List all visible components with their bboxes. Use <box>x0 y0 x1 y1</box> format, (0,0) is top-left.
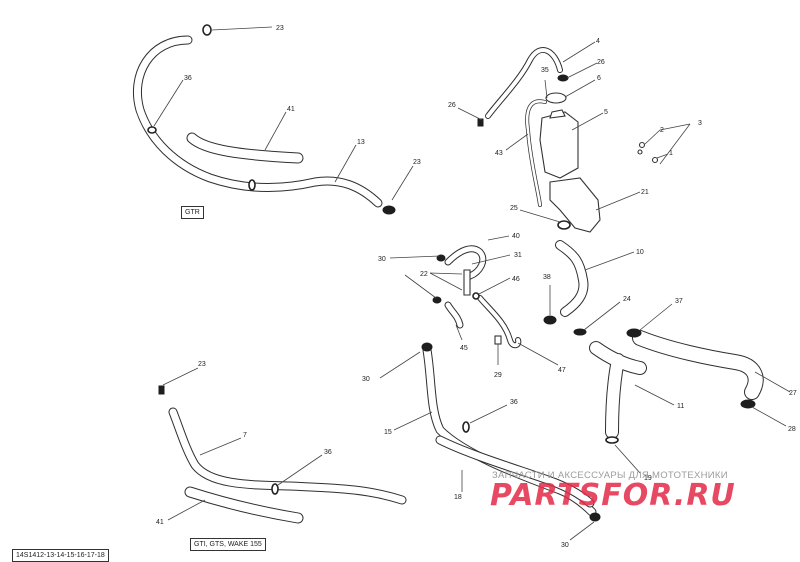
callout-7: 7 <box>243 432 247 439</box>
clamp-36-bottom <box>271 483 279 495</box>
gti-hose-group <box>158 367 407 524</box>
callout-36: 36 <box>324 449 332 456</box>
callout-30: 30 <box>362 376 370 383</box>
watermark-logo: PARTSFOR.RU <box>490 478 736 513</box>
watermark-subtitle: ЗАПЧАСТИ И АКСЕССУАРЫ ДЛЯ МОТОТЕХНИКИ <box>492 470 728 481</box>
hose-13 <box>132 35 383 208</box>
callout-45: 45 <box>460 345 468 352</box>
callout-37: 37 <box>675 298 683 305</box>
callout-29: 29 <box>494 372 502 379</box>
clamp-23-end <box>382 205 396 215</box>
callout-23: 23 <box>276 25 284 32</box>
callout-40: 40 <box>512 233 520 240</box>
callout-46: 46 <box>512 276 520 283</box>
callout-30: 30 <box>561 542 569 549</box>
clamp-36-mid <box>248 179 256 191</box>
bracket-21 <box>549 177 601 233</box>
clamp-38 <box>543 315 557 325</box>
right-hose-group <box>543 240 791 474</box>
coolant-reservoir-group <box>457 41 691 233</box>
callout-13: 13 <box>357 139 365 146</box>
callout-30: 30 <box>378 256 386 263</box>
fastener-3 <box>637 149 643 155</box>
screw-26 <box>477 118 484 127</box>
reservoir-cap <box>545 92 567 104</box>
callout-25: 25 <box>510 205 518 212</box>
callout-41: 41 <box>287 106 295 113</box>
gtr-hose-group <box>132 24 414 215</box>
document-code: 14S1412-13-14-15-16-17-18 <box>12 549 109 562</box>
screw-23 <box>158 385 165 395</box>
callout-27: 27 <box>789 390 797 397</box>
callout-31: 31 <box>514 252 522 259</box>
lower-center-hose-group <box>379 342 601 541</box>
clamp-30-upper <box>436 254 446 262</box>
variant-label-gtr: GTR <box>181 206 204 219</box>
clamp-28 <box>740 399 756 409</box>
clamp-26 <box>557 74 569 82</box>
screw-29 <box>494 335 502 345</box>
callout-11: 11 <box>677 403 684 410</box>
callout-18: 18 <box>454 494 462 501</box>
callout-1: 1 <box>669 150 673 157</box>
clamp-30-top <box>421 342 433 352</box>
callout-35: 35 <box>541 67 549 74</box>
callout-19: 19 <box>644 475 652 482</box>
callout-43: 43 <box>495 150 503 157</box>
callout-4: 4 <box>596 38 600 45</box>
reservoir-tank <box>539 111 579 179</box>
clamp-46 <box>472 292 480 300</box>
callout-3: 3 <box>698 120 702 127</box>
callout-2: 2 <box>660 127 664 134</box>
fastener-2 <box>638 141 646 149</box>
clamp-30-lower <box>432 296 442 304</box>
callout-24: 24 <box>623 296 631 303</box>
clamp-24 <box>573 328 587 336</box>
callout-10: 10 <box>636 249 644 256</box>
clamp-36-upper <box>147 126 157 134</box>
callout-41: 41 <box>156 519 164 526</box>
callout-26: 26 <box>448 102 456 109</box>
clamp-30-bottom <box>589 512 601 522</box>
hose-4 <box>485 47 563 119</box>
callout-36: 36 <box>184 75 192 82</box>
clamp-19 <box>605 436 619 444</box>
callout-23: 23 <box>198 361 206 368</box>
callout-26: 26 <box>597 59 605 66</box>
callout-21: 21 <box>641 189 649 196</box>
fastener-1 <box>651 156 659 164</box>
clamp-25 <box>557 220 571 230</box>
callout-28: 28 <box>788 426 796 433</box>
callout-22: 22 <box>420 271 428 278</box>
clamp-23-top <box>202 24 212 36</box>
callout-23: 23 <box>413 159 421 166</box>
clamp-37 <box>626 328 642 338</box>
clamp-36-lower <box>462 421 470 433</box>
callout-6: 6 <box>597 75 601 82</box>
callout-labels: 23 36 41 13 23 4 26 35 6 26 5 3 2 1 43 2… <box>156 25 797 549</box>
fitting-22 <box>463 269 471 296</box>
callout-47: 47 <box>558 367 566 374</box>
callout-36: 36 <box>510 399 518 406</box>
callout-15: 15 <box>384 429 392 436</box>
center-hose-group <box>389 235 559 366</box>
callout-5: 5 <box>604 109 608 116</box>
variant-label-gti-gts-wake: GTI, GTS, WAKE 155 <box>190 538 266 551</box>
callout-38: 38 <box>543 274 551 281</box>
